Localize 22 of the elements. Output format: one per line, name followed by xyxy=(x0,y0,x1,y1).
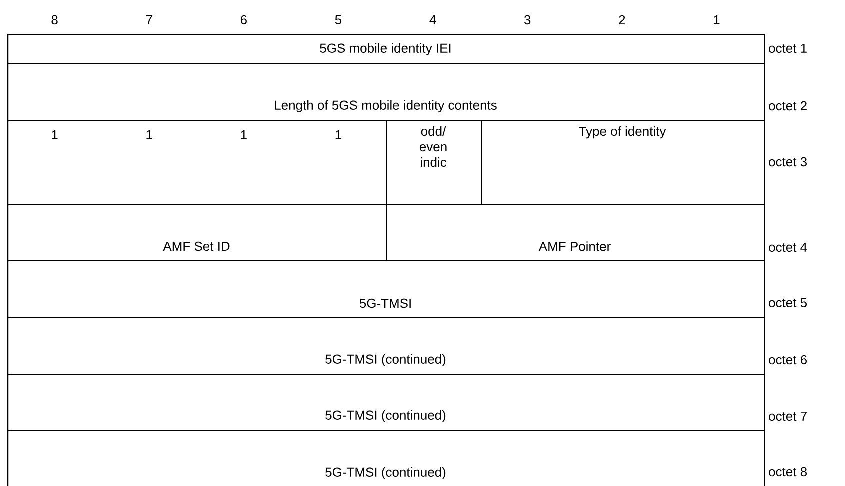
field-box: 1 1 1 1 xyxy=(8,120,388,206)
field-box: 5G-TMSI xyxy=(8,260,766,318)
octet-label: octet 6 xyxy=(769,355,807,365)
octet-label: octet 2 xyxy=(769,101,807,111)
field-box: 5G-TMSI (continued) xyxy=(8,317,766,376)
bit-number: 8 xyxy=(52,15,58,25)
bit-number: 6 xyxy=(240,15,247,25)
octet-label: octet 1 xyxy=(769,44,807,54)
field-box: Type of identity xyxy=(481,120,766,206)
field-box: 5G-TMSI (continued) xyxy=(8,430,766,486)
field-box: AMF Pointer xyxy=(386,204,766,262)
octet-label: octet 7 xyxy=(769,412,807,422)
bit-number: 3 xyxy=(524,15,531,25)
field-box: 5GS mobile identity IEI xyxy=(8,34,766,64)
field-box: Length of 5GS mobile identity contents xyxy=(8,63,766,122)
octet-label: octet 8 xyxy=(769,467,807,477)
field-box: 5G-TMSI (continued) xyxy=(8,374,766,432)
field-box: AMF Set ID xyxy=(8,204,388,262)
octet-label: octet 5 xyxy=(769,298,808,308)
octet-label: octet 4 xyxy=(769,242,808,252)
field-box: odd/ even indic xyxy=(386,120,482,206)
octet-label: octet 3 xyxy=(769,157,807,167)
